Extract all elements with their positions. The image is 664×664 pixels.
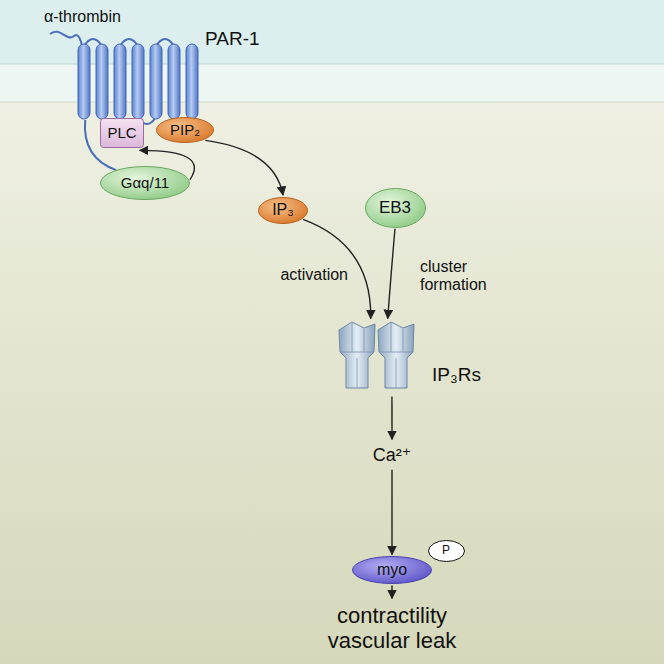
arrow-connector bbox=[391, 397, 392, 440]
node-heading: PAR-1 bbox=[205, 28, 260, 50]
phospho-circle: P bbox=[428, 540, 465, 562]
node-text: myo bbox=[377, 561, 407, 579]
node-heading: IP₃Rs bbox=[432, 364, 481, 386]
ion-label: Ca²⁺ bbox=[367, 442, 418, 469]
arrow-connector bbox=[391, 585, 392, 598]
arrow-connector bbox=[391, 470, 392, 555]
myosin-ellipse: myo bbox=[352, 556, 432, 584]
enzyme-box: PLC bbox=[100, 118, 144, 148]
protein-ellipse: EB3 bbox=[365, 188, 426, 228]
arrow-connector bbox=[388, 229, 395, 319]
node-text: Gαq/11 bbox=[121, 174, 169, 191]
node-text: IP₃ bbox=[272, 201, 294, 219]
node-text: EB3 bbox=[379, 198, 411, 218]
ligand-label: α-thrombin bbox=[44, 8, 121, 26]
receptor-par1: PAR-1 bbox=[72, 42, 204, 120]
node-text: PLC bbox=[107, 124, 136, 141]
node-text: contractility vascular leak bbox=[302, 603, 482, 654]
node-text: Ca²⁺ bbox=[373, 445, 412, 466]
node-text: PIP₂ bbox=[170, 121, 200, 138]
lipid-ellipse: PIP₂ bbox=[156, 117, 214, 143]
outcome-text: contractility vascular leak bbox=[296, 600, 488, 657]
node-text: P bbox=[442, 544, 450, 558]
receptor-icon: IP₃Rs bbox=[335, 320, 420, 395]
edge-label: cluster formation bbox=[420, 258, 520, 295]
edge-label: activation bbox=[270, 266, 348, 284]
messenger-ellipse: IP₃ bbox=[258, 197, 308, 224]
arrow-connector bbox=[205, 140, 283, 195]
gprotein-ellipse: Gαq/11 bbox=[100, 166, 190, 200]
